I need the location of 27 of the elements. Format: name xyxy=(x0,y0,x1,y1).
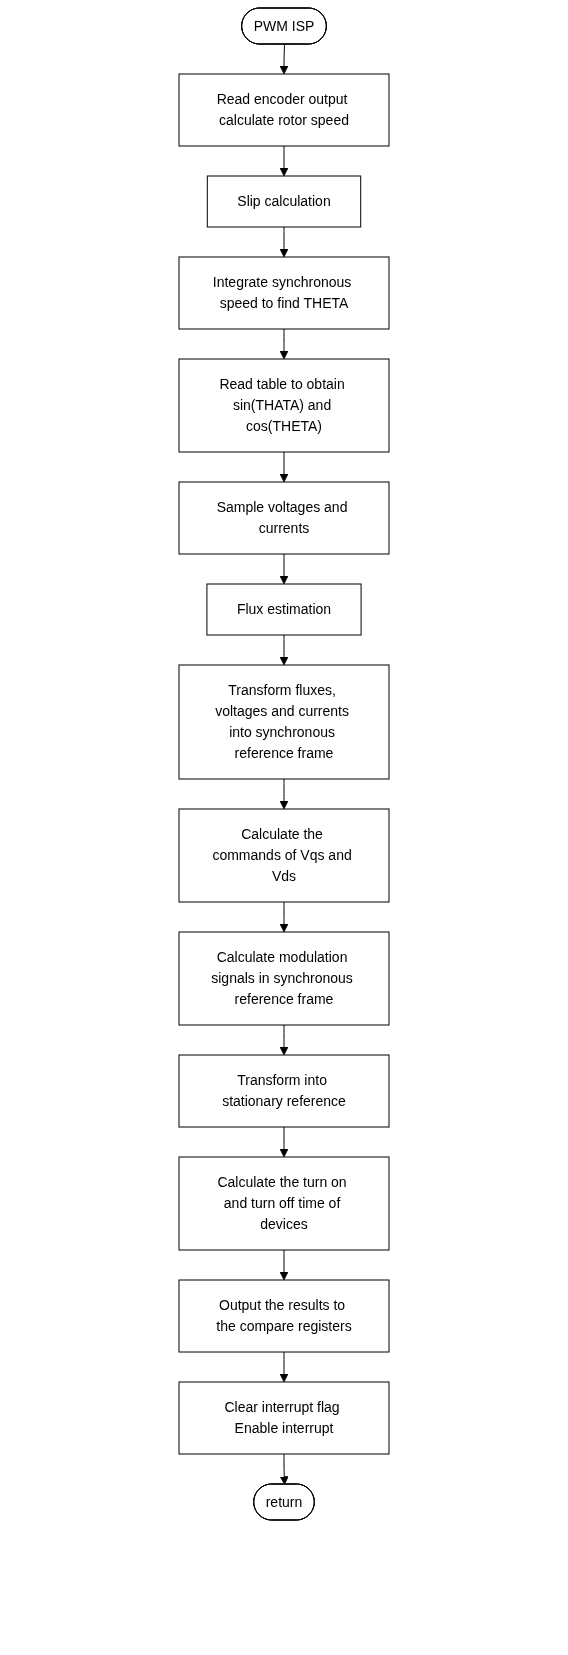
arrow xyxy=(279,1024,289,1056)
arrow xyxy=(279,226,289,258)
node-box: Calculate modulation signals in synchronous reference frame xyxy=(178,931,390,1026)
node-box: Output the results to the compare registers xyxy=(178,1279,390,1353)
arrow xyxy=(279,1126,289,1158)
arrow xyxy=(279,1453,289,1485)
arrow xyxy=(279,451,289,483)
node-box: Read encoder output calculate rotor speed xyxy=(178,73,390,147)
node-box: Flux estimation xyxy=(206,583,362,636)
node-box: Calculate the turn on and turn off time of devices xyxy=(178,1156,390,1251)
node-box: Slip calculation xyxy=(206,175,362,228)
node-box: Clear interrupt flag Enable interrupt xyxy=(178,1381,390,1455)
arrow xyxy=(279,145,289,177)
arrow xyxy=(279,778,289,810)
arrow xyxy=(279,553,289,585)
arrow xyxy=(279,634,289,666)
node-box: Integrate synchronous speed to find THETA xyxy=(178,256,390,330)
node-box: Read table to obtain sin(THATA) and cos(THETA) xyxy=(178,358,390,453)
node-box: Transform into stationary reference xyxy=(178,1054,390,1128)
node-box: Sample voltages and currents xyxy=(178,481,390,555)
arrow xyxy=(279,901,289,933)
arrow xyxy=(279,44,289,75)
arrow xyxy=(279,1249,289,1281)
node-box: Transform fluxes, voltages and currents into synchronous reference frame xyxy=(178,664,390,780)
arrow xyxy=(279,328,289,360)
node-box: Calculate the commands of Vqs and Vds xyxy=(178,808,390,903)
arrow xyxy=(279,1351,289,1383)
